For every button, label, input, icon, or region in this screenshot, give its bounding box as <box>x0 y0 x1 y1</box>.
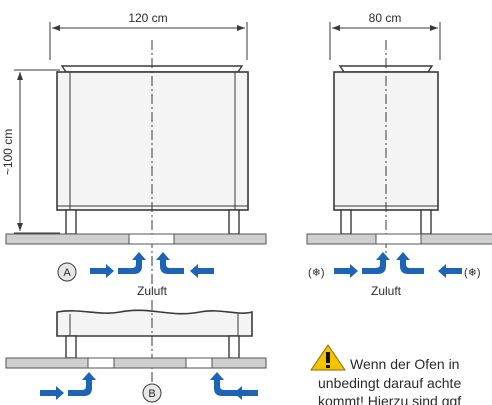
leg <box>420 209 432 235</box>
leg <box>65 209 77 235</box>
leg <box>228 335 240 359</box>
arrow-right-icon <box>90 264 114 278</box>
airflow-arrows-bottom <box>40 372 258 400</box>
zuluft-front-label: Zuluft <box>137 284 168 298</box>
arrow-right-icon <box>40 386 64 400</box>
leg <box>340 209 352 235</box>
arrow-up-curve-icon <box>156 252 184 274</box>
leg <box>228 209 240 235</box>
floor-opening <box>375 233 422 245</box>
arrow-up-curve-icon <box>118 252 146 274</box>
floor-opening <box>128 233 175 245</box>
warning-block: Wenn der Ofen in unbedingt darauf achte … <box>310 344 461 405</box>
arrow-up-curve-icon <box>396 252 424 274</box>
zuluft-side-label: Zuluft <box>371 284 402 298</box>
side-view: 80 cm (❄) (❄) Zuluft <box>306 11 492 298</box>
front-view: 120 cm ~100 cm A Zuluft <box>1 11 267 298</box>
bottom-view: B <box>5 300 267 403</box>
fan-right-label: (❄) <box>464 267 481 279</box>
arrow-left-icon <box>234 386 258 400</box>
arrow-right-icon <box>334 264 358 278</box>
marker-a <box>57 262 77 282</box>
floor <box>5 357 267 369</box>
arrow-up-curve-icon <box>362 252 390 274</box>
arrow-left-icon <box>190 264 214 278</box>
height-label: ~100 cm <box>1 129 15 175</box>
warning-line-2: unbedingt darauf achte <box>318 375 461 391</box>
warning-line-3: kommt! Hierzu sind ggf <box>318 393 461 405</box>
floor-opening <box>185 357 213 369</box>
heater-bottom <box>56 309 253 337</box>
warning-icon <box>310 344 346 371</box>
arrow-left-icon <box>438 264 462 278</box>
marker-a-label: A <box>63 267 71 279</box>
floor-opening <box>87 357 115 369</box>
fan-left-label: (❄) <box>308 267 325 279</box>
airflow-arrows-side <box>334 252 462 278</box>
width-side-label: 80 cm <box>369 11 402 25</box>
warning-line-1: Wenn der Ofen in <box>350 356 459 372</box>
airflow-arrows-front <box>90 252 214 278</box>
arrow-up-curve-icon <box>68 372 96 396</box>
width-front-label: 120 cm <box>128 11 167 25</box>
marker-b-label: B <box>148 388 155 400</box>
leg <box>65 335 77 359</box>
marker-b <box>142 383 162 403</box>
arrow-up-curve-icon <box>210 372 238 396</box>
